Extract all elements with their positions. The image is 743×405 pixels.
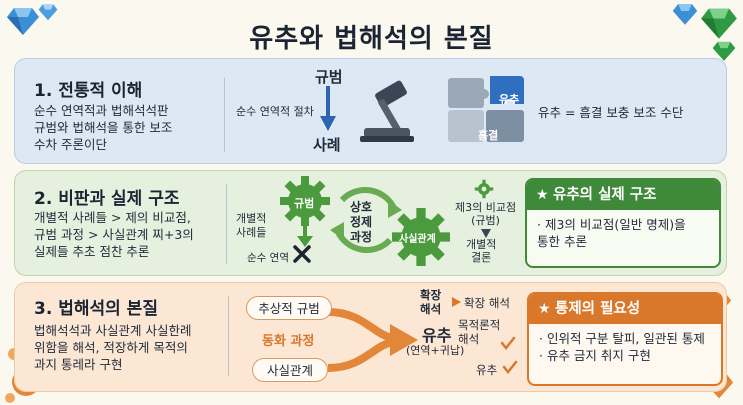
divider bbox=[224, 78, 225, 152]
callout-header: ★ 유추의 실제 구조 bbox=[527, 180, 719, 210]
section-2-title: 2. 비판과 실제 구조 bbox=[34, 189, 180, 209]
gear-facts-label: 사실관계 bbox=[399, 234, 436, 245]
section-2-desc: 개별적 사례들 > 제의 비교점, 규범 과정 > 사실관계 찌+3의 실제들 … bbox=[34, 210, 194, 259]
section-3-desc: 법해석석과 사실관계 사실한례 위함을 해석, 적장하게 목적의 과지 통레라 … bbox=[34, 323, 192, 372]
expansion-label: 확장 해석 bbox=[420, 288, 442, 316]
section-traditional bbox=[14, 58, 727, 164]
analogy-structure-callout: ★ 유추의 실제 구조 · 제3의 비교점(일반 명제)을 통한 추론 bbox=[525, 178, 721, 268]
output-analogy: 유추 bbox=[476, 363, 498, 377]
control-necessity-callout: ★ 통제의 필요성 · 인위적 구분 탈피, 일관된 통제 · 유추 금지 취지… bbox=[527, 292, 723, 386]
gear-norm-label: 규범 bbox=[294, 197, 315, 210]
gear-icon bbox=[392, 208, 450, 266]
individual-cases-label: 개별적 사례들 bbox=[236, 212, 267, 239]
section-1-desc: 순수 연역적과 법해석석판 규범와 법해석을 통한 보조 수차 주론이단 bbox=[34, 103, 173, 152]
down-arrow-icon bbox=[297, 226, 313, 247]
divider bbox=[228, 296, 229, 376]
analogy-sub-label: (연역+귀납) bbox=[406, 344, 465, 357]
star-icon: ★ bbox=[536, 187, 549, 203]
abstract-norm-box: 추상적 규범 bbox=[246, 296, 332, 320]
check-icon bbox=[500, 336, 516, 350]
puzzle-gap-label: 흠결 bbox=[478, 129, 499, 142]
star-icon: ★ bbox=[538, 301, 551, 317]
down-arrow-icon bbox=[481, 229, 491, 238]
analogy-center-label: 유추 bbox=[422, 326, 452, 345]
green-gem-icon bbox=[712, 41, 736, 61]
callout-header: ★ 통제의 필요성 bbox=[529, 294, 721, 324]
cycle-arrows-icon bbox=[330, 187, 402, 253]
check-icon bbox=[502, 360, 518, 374]
facts-box: 사실관계 bbox=[252, 358, 328, 382]
case-label: 사례 bbox=[313, 136, 341, 154]
third-comparison-label: 제3의 비교점 (규범) bbox=[455, 201, 517, 227]
section-1-title: 1. 전통적 이해 bbox=[34, 81, 143, 101]
norm-label: 규범 bbox=[315, 68, 343, 86]
puzzle-analogy-label: 유추 bbox=[499, 93, 520, 106]
callout-body: · 제3의 비교점(일반 명제)을 통한 추론 bbox=[537, 217, 686, 249]
small-gear-icon bbox=[474, 179, 494, 199]
cross-icon bbox=[293, 245, 311, 263]
individual-conclusion-label: 개별적 결론 bbox=[466, 238, 497, 264]
mutual-refinement-label: 상호 정제 과정 bbox=[350, 200, 373, 244]
section-3-title: 3. 법해석의 본질 bbox=[34, 299, 158, 319]
analogy-equation: 유추 = 흠결 보충 보조 수단 bbox=[538, 105, 684, 120]
divider bbox=[226, 184, 227, 264]
gavel-icon bbox=[360, 80, 414, 142]
puzzle-icon bbox=[448, 76, 524, 142]
arrow-right-icon bbox=[452, 297, 461, 307]
callout-body: · 인위적 구분 탈피, 일관된 통제 · 유추 금지 취지 구현 bbox=[539, 331, 705, 363]
green-gem-icon bbox=[701, 8, 737, 39]
output-expansive-interpretation: 확장 해석 bbox=[464, 296, 510, 310]
output-teleological-interpretation: 목적론적 해석 bbox=[458, 318, 501, 346]
pure-deduction-label: 순수 연역 bbox=[247, 252, 289, 264]
pure-deduction-label: 순수 연역적 절차 bbox=[236, 105, 314, 118]
blue-gem-icon bbox=[7, 8, 39, 35]
callout-title: 통제의 필요성 bbox=[555, 301, 641, 317]
convergence-arrow-icon bbox=[327, 308, 418, 372]
blue-gem-icon bbox=[672, 4, 698, 25]
gear-icon bbox=[280, 176, 330, 226]
blue-gem-icon bbox=[38, 4, 58, 21]
callout-title: 유추의 실제 구조 bbox=[553, 187, 657, 203]
down-arrow-icon bbox=[320, 86, 336, 131]
page-title: 유추와 법해석의 본질 bbox=[249, 24, 494, 54]
assimilation-process-label: 동화 과정 bbox=[262, 334, 315, 349]
